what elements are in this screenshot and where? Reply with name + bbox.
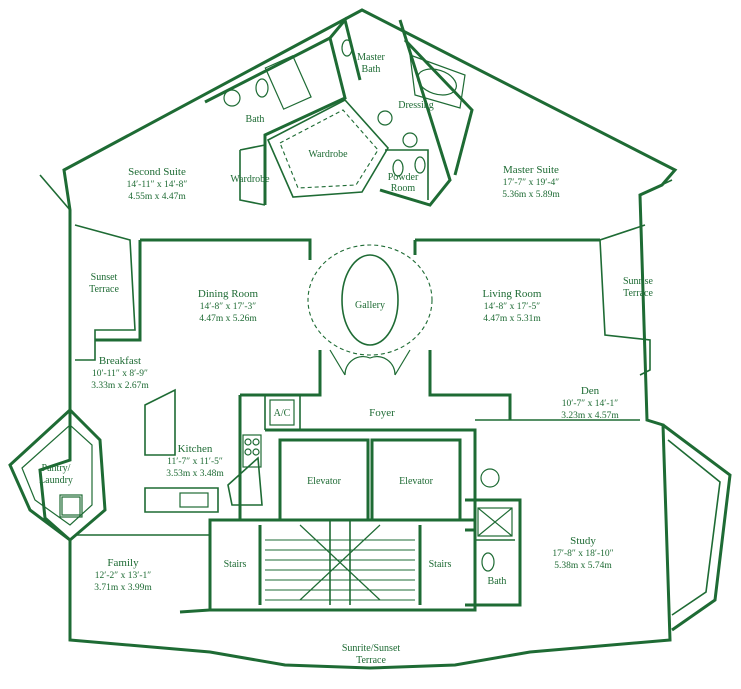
stairs-right-label: Stairs — [429, 559, 452, 570]
wardrobe-left-label: Wardrobe — [230, 174, 270, 185]
family-name: Family — [107, 557, 139, 569]
master-suite-dim-ft: 17′-7″ x 19′-4″ — [503, 178, 559, 188]
breakfast-dim-ft: 10′-11″ x 8′-9″ — [92, 369, 148, 379]
master-suite-dim-m: 5.36m x 5.89m — [502, 190, 560, 200]
fixtures — [179, 39, 513, 572]
powder-room-label-1: Powder — [388, 172, 419, 183]
elevator-left-label: Elevator — [307, 476, 342, 487]
breakfast-dim-m: 3.33m x 2.67m — [91, 381, 149, 391]
den-name: Den — [581, 385, 600, 397]
kitchen-dim-ft: 11′-7″ x 11′-5″ — [167, 457, 223, 467]
dining-room-dim-m: 4.47m x 5.26m — [199, 314, 257, 324]
kitchen-dim-m: 3.53m x 3.48m — [166, 469, 224, 479]
family-dim-ft: 12′-2″ x 13′-1″ — [95, 571, 151, 581]
gallery-label: Gallery — [355, 300, 385, 311]
sunset-terrace-label-2: Terrace — [89, 284, 119, 295]
foyer-label: Foyer — [369, 407, 395, 419]
bath-upper-label: Bath — [246, 114, 265, 125]
stairs-left-label: Stairs — [224, 559, 247, 570]
powder-room-label-2: Room — [391, 183, 416, 194]
pantry-label-2: Laundry — [39, 475, 73, 486]
study-dim-m: 5.38m x 5.74m — [554, 561, 612, 571]
interior-walls — [75, 16, 640, 614]
sunrise-terrace-label-1: Sunrise — [623, 276, 654, 287]
sunrise-terrace-label-2: Terrace — [623, 288, 653, 299]
den-dim-ft: 10′-7″ x 14′-1″ — [562, 399, 618, 409]
dining-room-name: Dining Room — [198, 288, 259, 300]
outer-walls — [38, 8, 678, 670]
sunrise-sunset-terrace-label-2: Terrace — [356, 655, 386, 666]
second-suite-name: Second Suite — [128, 166, 186, 178]
wardrobe-center-label: Wardrobe — [308, 149, 348, 160]
dining-room-dim-ft: 14′-8″ x 17′-3″ — [200, 302, 256, 312]
breakfast-name: Breakfast — [99, 355, 141, 367]
stairs-treads — [265, 520, 415, 605]
room-labels: Master Bath Dressing Bath Wardrobe Wardr… — [39, 52, 654, 666]
dressing-label: Dressing — [398, 100, 434, 111]
living-room-name: Living Room — [483, 288, 542, 300]
elevator-right-label: Elevator — [399, 476, 434, 487]
study-bay — [662, 423, 732, 632]
kitchen-name: Kitchen — [178, 443, 213, 455]
sunset-terrace-label-1: Sunset — [91, 272, 118, 283]
second-suite-dim-ft: 14′-11″ x 14′-8″ — [127, 180, 188, 190]
gallery-oval — [307, 244, 433, 376]
second-suite-dim-m: 4.55m x 4.47m — [128, 192, 186, 202]
pantry-bay — [8, 407, 107, 542]
master-bath-label-1: Master — [357, 52, 385, 63]
pantry-label-1: Pantry/ — [42, 463, 71, 474]
den-dim-m: 3.23m x 4.57m — [561, 411, 619, 421]
master-suite-name: Master Suite — [503, 164, 559, 176]
living-room-dim-m: 4.47m x 5.31m — [483, 314, 541, 324]
master-bath-label-2: Bath — [362, 64, 381, 75]
study-dim-ft: 17′-8″ x 18′-10″ — [552, 549, 613, 559]
bath-lower-label: Bath — [488, 576, 507, 587]
study-name: Study — [570, 535, 596, 547]
sunrise-sunset-terrace-label-1: Sunrite/Sunset — [342, 643, 401, 654]
ac-label: A/C — [274, 408, 291, 419]
living-room-dim-ft: 14′-8″ x 17′-5″ — [484, 302, 540, 312]
family-dim-m: 3.71m x 3.99m — [94, 583, 152, 593]
